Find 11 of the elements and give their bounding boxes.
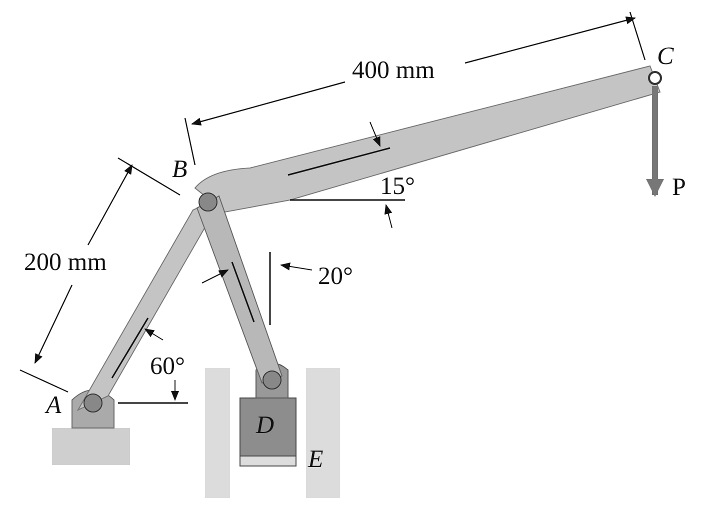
point-label: B xyxy=(172,157,188,182)
dimension-label: 200 mm xyxy=(24,250,107,275)
force-label: P xyxy=(672,175,686,200)
dimension-label: 400 mm xyxy=(352,58,435,83)
angle-label: 60° xyxy=(150,354,185,379)
angle-label: 20° xyxy=(318,264,353,289)
angle-label: 15° xyxy=(380,174,415,199)
point-label: E xyxy=(308,447,324,472)
point-label: C xyxy=(657,44,674,69)
point-label: A xyxy=(46,393,62,418)
point-label: D xyxy=(256,413,274,438)
